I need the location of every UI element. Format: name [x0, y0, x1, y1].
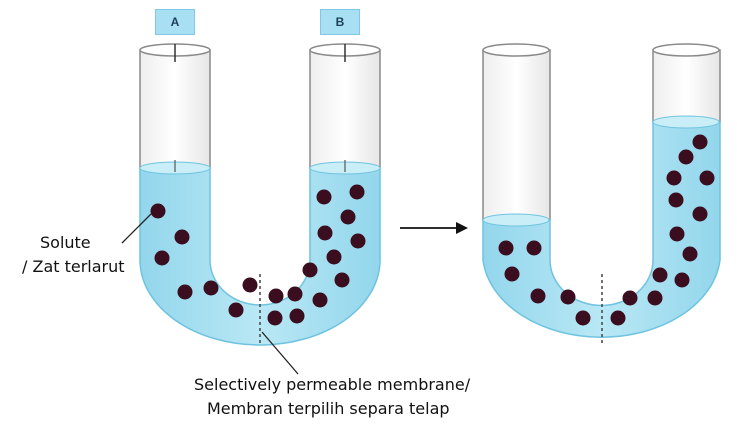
membrane-label-line2: Membran terpilih separa telap [207, 399, 450, 418]
solute-particle [699, 170, 715, 186]
membrane-pointer-line [261, 331, 299, 375]
solute-particle [174, 229, 190, 245]
solute-particle [652, 267, 668, 283]
tube-b-glass [309, 49, 381, 169]
solute-particle [560, 289, 576, 305]
solute-particle [242, 277, 258, 293]
solute-particle [350, 233, 366, 249]
solute-particle [177, 284, 193, 300]
solute-particle [610, 310, 626, 326]
tube-b-label: B [320, 9, 360, 35]
solute-particle [668, 192, 684, 208]
solute-particle [316, 189, 332, 205]
solute-particle [349, 184, 365, 200]
tube-a-glass [139, 49, 211, 169]
tube-b-glass-after [652, 49, 721, 123]
solute-particle [287, 286, 303, 302]
solute-particle [203, 280, 219, 296]
solute-particle [334, 272, 350, 288]
solutes-after [498, 134, 715, 326]
solute-particle [622, 290, 638, 306]
tube-a-glass-after [482, 49, 551, 221]
solute-particle [340, 209, 356, 225]
solute-particle [575, 310, 591, 326]
solute-particle [326, 249, 342, 265]
solute-particle [498, 240, 514, 256]
solute-particle [312, 292, 328, 308]
solute-particle [526, 240, 542, 256]
solute-particle [228, 302, 244, 318]
solutes-before [150, 184, 366, 326]
solute-particle [267, 310, 283, 326]
solute-particle [504, 266, 520, 282]
solute-label-line1: Solute [40, 233, 91, 252]
liquid-after [482, 121, 721, 338]
solute-particle [150, 203, 166, 219]
solute-particle [669, 226, 685, 242]
solute-particle [317, 225, 333, 241]
solute-particle [289, 308, 305, 324]
solute-pointer-line [121, 213, 152, 244]
solute-particle [674, 272, 690, 288]
solute-particle [268, 288, 284, 304]
solute-particle [682, 246, 698, 262]
solute-label-line2: / Zat terlarut [22, 257, 125, 276]
solute-particle [692, 206, 708, 222]
solute-particle [530, 288, 546, 304]
solute-particle [302, 262, 318, 278]
tube-a-label: A [155, 9, 195, 35]
membrane-label-line1: Selectively permeable membrane/ [194, 375, 471, 394]
u-tube-before [139, 43, 381, 346]
solute-particle [692, 134, 708, 150]
solute-particle [647, 290, 663, 306]
u-tube-after [482, 43, 721, 344]
solute-particle [666, 170, 682, 186]
transition-arrow [400, 222, 468, 234]
solute-particle [678, 149, 694, 165]
solute-particle [154, 250, 170, 266]
